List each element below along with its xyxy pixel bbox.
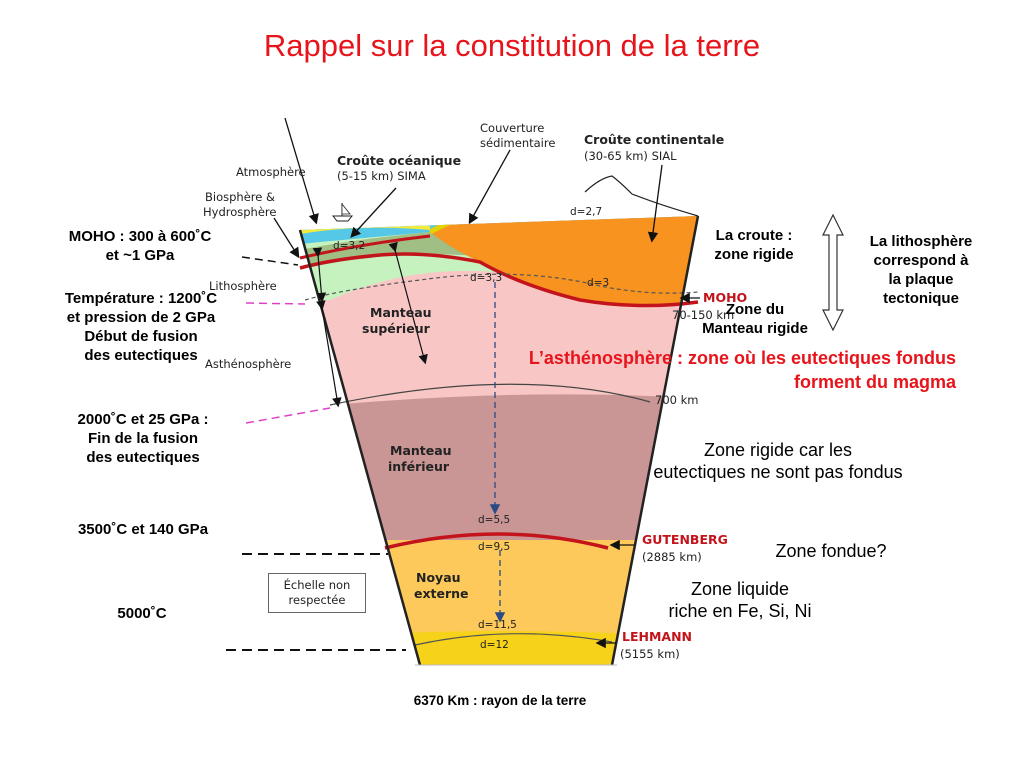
label-biosphere-1: Biosphère & [205,190,275,204]
label-manteau-sup-1: Manteau [370,305,432,320]
label-croute-oceanique-1: Croûte océanique [337,153,461,168]
label-d33: d=3,3 [470,272,502,284]
label-moho: MOHO [703,290,747,305]
note-croute-rigide: La croute : zone rigide [714,227,794,263]
note-manteau-rigide: Zone du Manteau rigide [702,301,808,337]
label-couverture-1: Couverture [480,121,544,135]
label-couverture-2: sédimentaire [480,136,555,150]
label-d115: d=11,5 [478,619,517,631]
label-d95: d=9,5 [478,541,510,553]
label-noyau-1: Noyau [416,570,461,585]
label-lithosphere: Lithosphère [209,279,277,293]
lithosphere-double-arrow [822,213,844,332]
label-biosphere-2: Hydrosphère [203,205,276,219]
note-rayon: 6370 Km : rayon de la terre [413,693,587,708]
label-depth-70-150: 70-150 km [672,308,734,322]
label-croute-continentale-1: Croûte continentale [584,132,724,147]
lehmann-boundary [414,633,613,646]
label-manteau-inf-1: Manteau [390,443,452,458]
boat-icon [331,202,354,222]
label-lehmann-1: LEHMANN [622,629,692,644]
moho-boundary [299,252,699,308]
page-title: Rappel sur la constitution de la terre [263,28,761,63]
label-croute-continentale-2: (30-65 km) SIAL [584,149,677,163]
continental-crust-layer [430,216,698,306]
label-noyau-2: externe [414,586,469,601]
label-d55: d=5,5 [478,514,510,526]
label-atmosphere: Atmosphère [236,165,306,179]
note-5000: 5000˚C [117,605,167,622]
note-asthenosphere: L’asthénosphère : zone où les eutectique… [528,348,956,392]
note-140gpa: 3500˚C et 140 GPa [77,521,209,538]
scale-note: Échelle non respectée [268,573,366,613]
note-fusion-end: 2000˚C et 25 GPa : Fin de la fusion des … [77,411,209,466]
note-fusion-start: Température : 1200˚C et pression de 2 GP… [64,290,218,364]
label-d27: d=2,7 [570,206,602,218]
gutenberg-boundary [384,532,609,550]
label-d3: d=3 [587,277,609,289]
note-zone-fondue: Zone fondue? [775,541,887,561]
label-gutenberg-2: (2885 km) [642,550,702,564]
label-gutenberg-1: GUTENBERG [642,532,728,547]
label-manteau-inf-2: inférieur [388,459,450,474]
label-lehmann-2: (5155 km) [620,647,680,661]
label-d12: d=12 [480,639,509,651]
label-asthenosphere: Asthénosphère [205,357,291,371]
note-lithosphere: La lithosphère correspond à la plaque te… [869,233,973,307]
note-zone-liquide: Zone liquide riche en Fe, Si, Ni [668,579,812,621]
note-moho: MOHO : 300 à 600˚C et ~1 GPa [68,228,212,264]
label-d32: d=3,2 [333,240,365,252]
label-croute-oceanique-2: (5-15 km) SIMA [337,169,426,183]
astheno-boundary [329,383,651,406]
note-zone-rigide: Zone rigide car les eutectiques ne sont … [653,440,903,482]
label-depth-700: 700 km [655,393,698,407]
lithosphere-boundary [304,273,699,301]
label-manteau-sup-2: supérieur [362,321,431,336]
